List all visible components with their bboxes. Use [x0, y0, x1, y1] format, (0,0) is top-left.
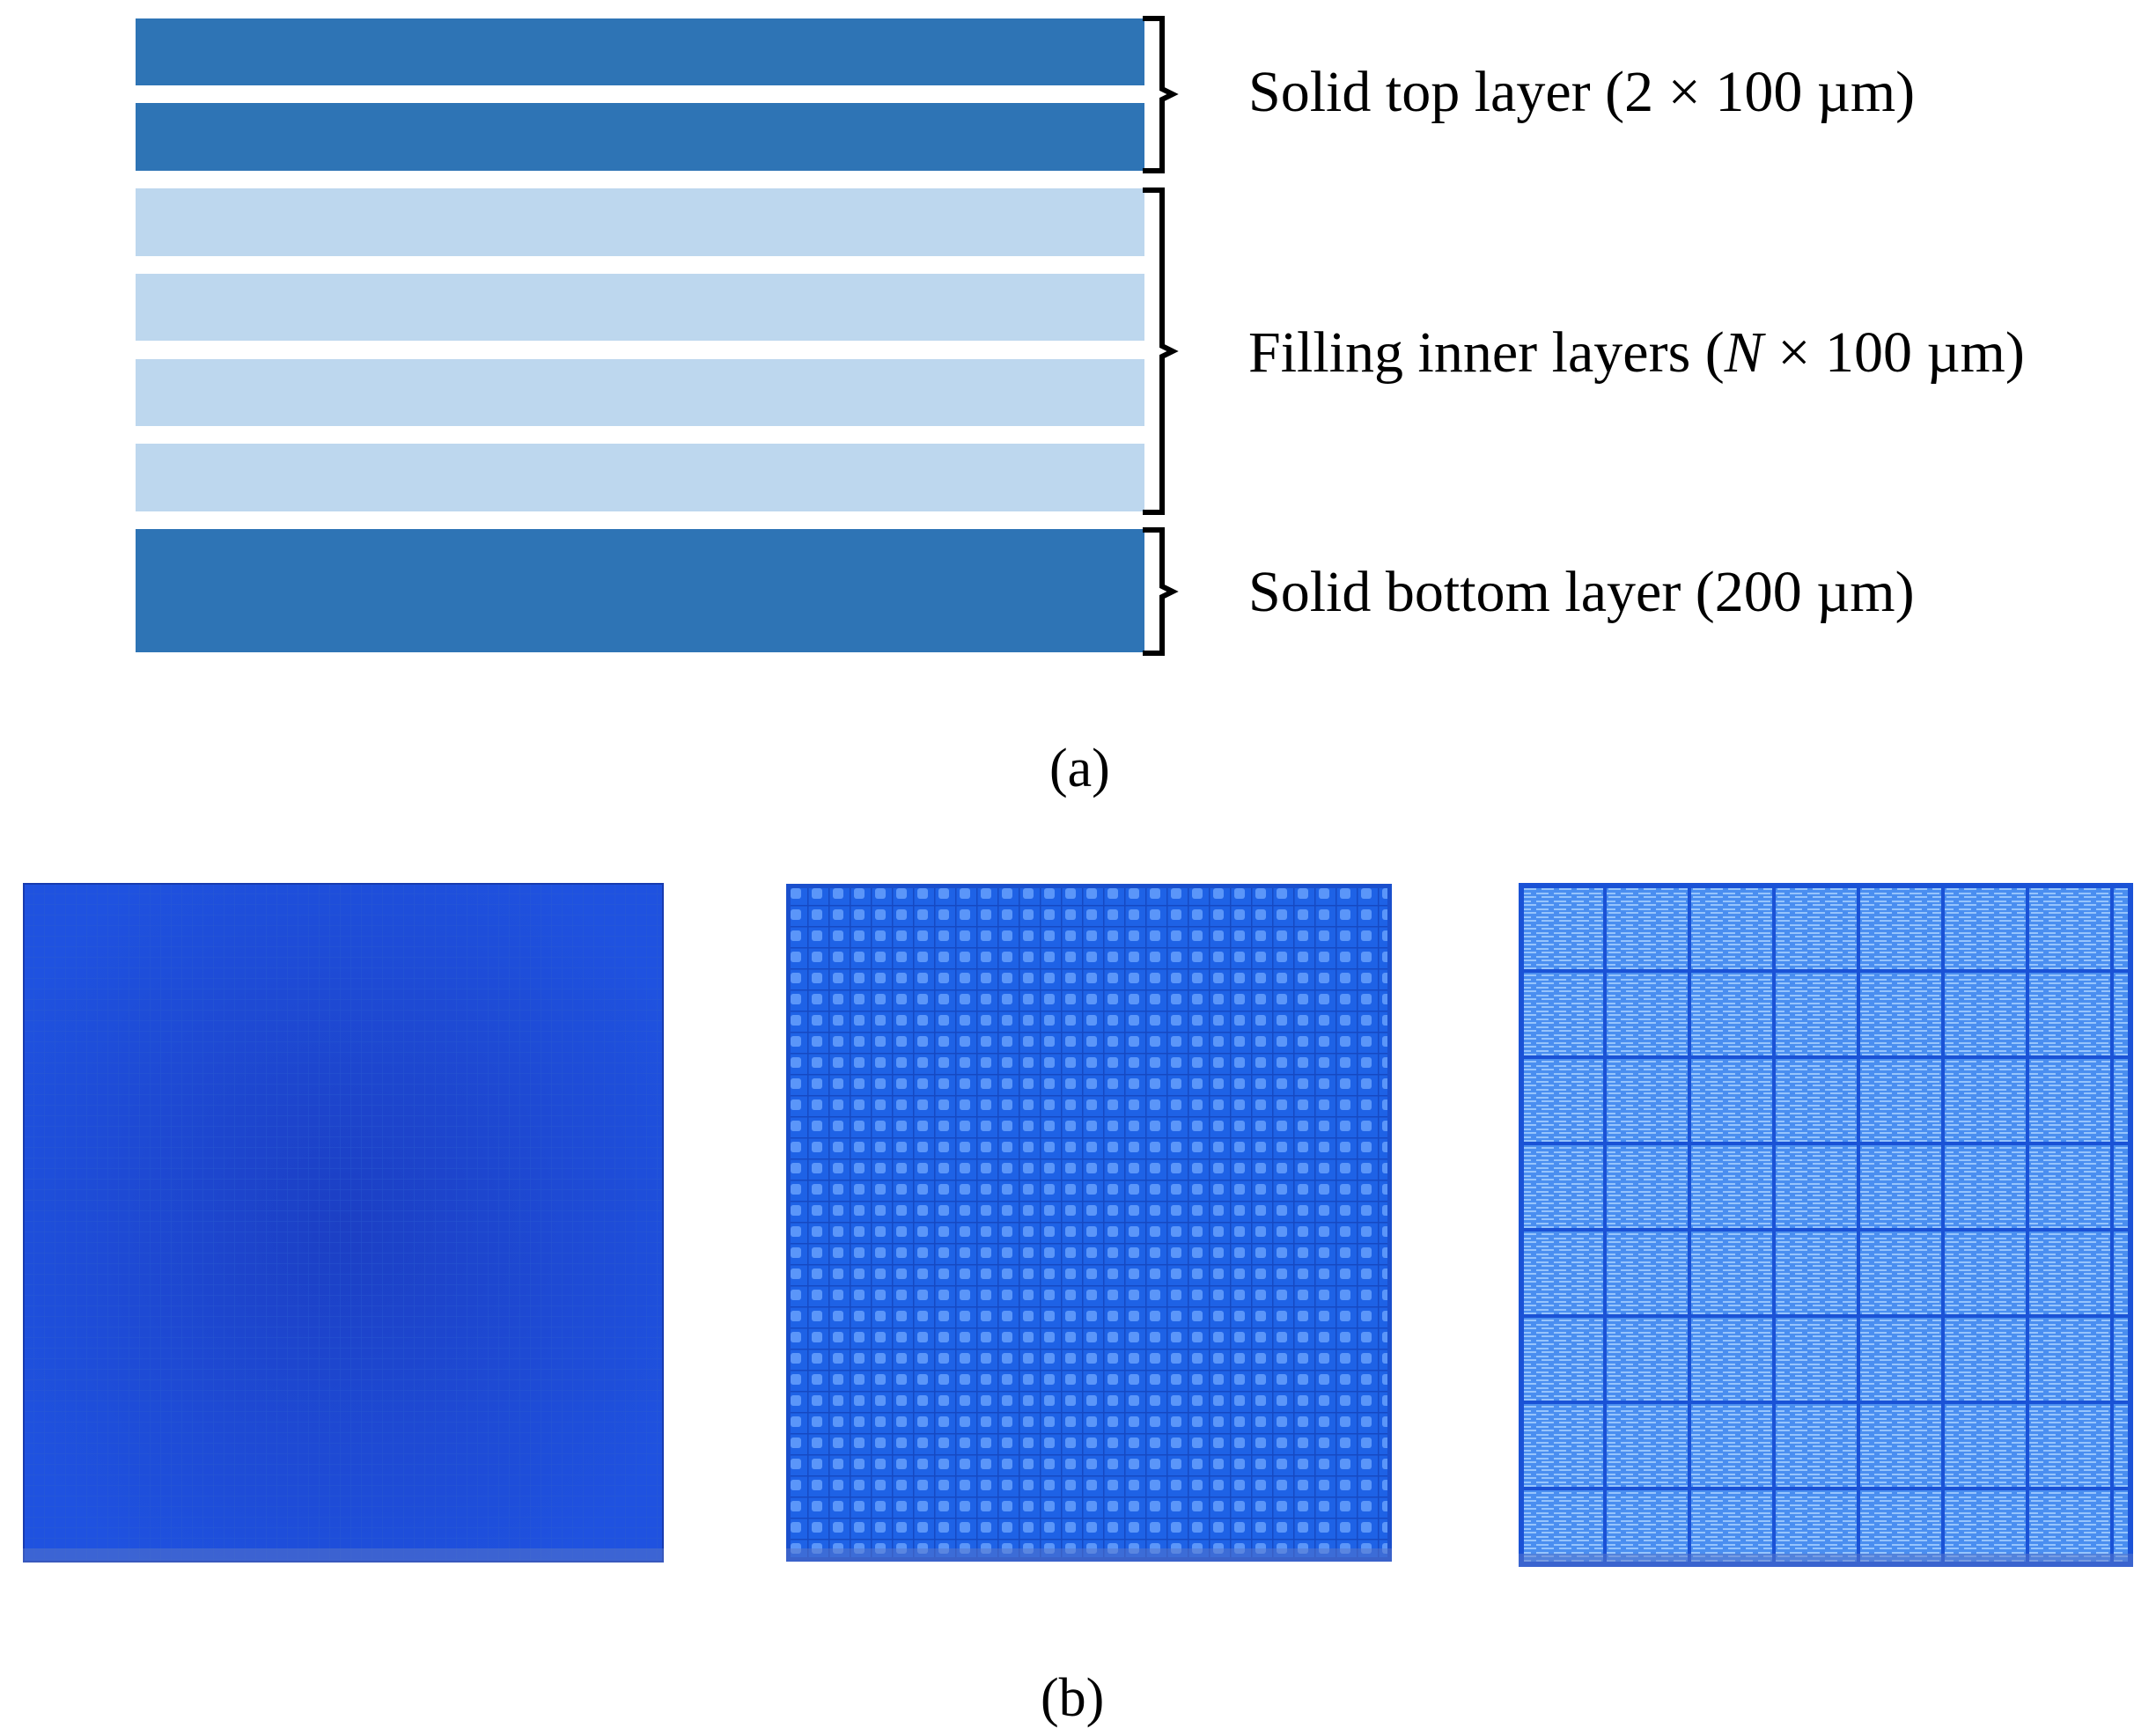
filling-layer-4: [136, 444, 1144, 511]
filling-brace: [1143, 188, 1179, 515]
solid-bottom-layer: [136, 529, 1144, 652]
filling-layer-2: [136, 274, 1144, 341]
solid-top-layer-1: [136, 18, 1144, 85]
solid-top-layer-2: [136, 103, 1144, 171]
coarse-grid-infill-sample: [1519, 883, 2133, 1567]
filling-layer-1: [136, 188, 1144, 256]
bottom-brace: [1143, 527, 1179, 656]
filling-layers-label: Filling inner layers (N × 100 µm): [1248, 324, 2025, 382]
filling-label-prefix: Filling inner layers (: [1248, 320, 1725, 385]
filling-label-variable: N: [1724, 320, 1763, 385]
caption-b: (b): [1041, 1668, 1105, 1728]
filling-layer-3: [136, 359, 1144, 426]
top-brace: [1143, 16, 1179, 173]
fine-grid-infill-sample: [786, 884, 1392, 1562]
bottom-layer-label: Solid bottom layer (200 µm): [1248, 560, 1915, 624]
caption-a: (a): [1049, 739, 1110, 798]
filling-label-suffix: × 100 µm): [1762, 320, 2025, 385]
top-layer-label: Solid top layer (2 × 100 µm): [1248, 60, 1916, 124]
solid-infill-sample: [23, 883, 664, 1563]
